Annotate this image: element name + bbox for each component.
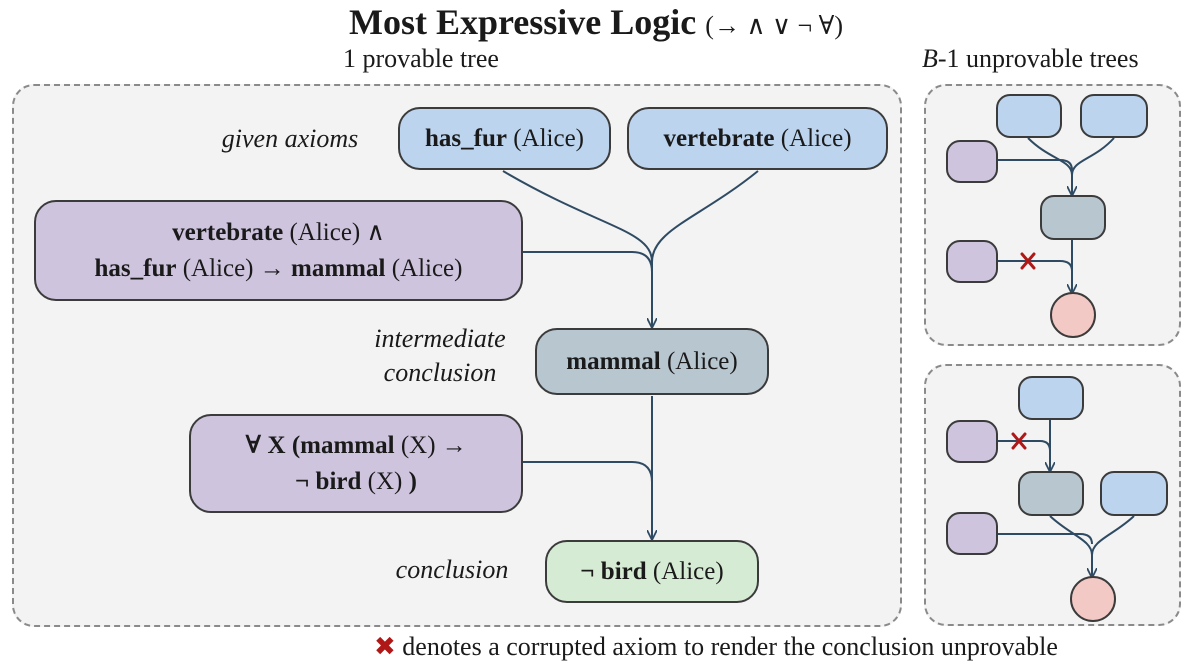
right-panel-subtitle: B-1 unprovable trees bbox=[922, 44, 1139, 74]
right-subtitle-rest: -1 unprovable trees bbox=[937, 44, 1139, 73]
label-given-axioms: given axioms bbox=[221, 124, 359, 153]
rule2-mammal-predicate: (mammal bbox=[291, 431, 395, 459]
rule2-close-paren: ) bbox=[408, 467, 417, 495]
rule1-mammal-predicate: mammal bbox=[291, 254, 386, 282]
rule2-forall: ∀ X bbox=[245, 431, 286, 459]
bird-predicate: ¬ bird bbox=[580, 557, 647, 585]
node-intermediate-mammal: mammal (Alice) bbox=[535, 328, 769, 395]
rule2-line2-rest: (X) bbox=[367, 467, 403, 495]
mini1-intermediate bbox=[1040, 195, 1106, 240]
footer-note: ✖ denotes a corrupted axiom to render th… bbox=[374, 632, 1058, 662]
rule2-line1: ∀ X (mammal (X) → bbox=[245, 428, 467, 464]
mini1-rule-a bbox=[946, 140, 998, 183]
node-axiom-has-fur: has_fur (Alice) bbox=[398, 107, 611, 170]
has-fur-predicate: has_fur bbox=[424, 124, 507, 152]
rule2-line1-rest: (X) → bbox=[400, 431, 467, 459]
right-subtitle-b: B bbox=[922, 44, 938, 73]
rule1-line2-arg: (Alice) bbox=[391, 254, 463, 282]
footer-text: denotes a corrupted axiom to render the … bbox=[402, 632, 1058, 661]
vertebrate-predicate: vertebrate bbox=[663, 124, 775, 152]
node-conclusion-not-bird: ¬ bird (Alice) bbox=[545, 540, 759, 603]
mini1-conclusion bbox=[1050, 292, 1096, 338]
mini2-rule-b bbox=[946, 512, 998, 555]
mini2-axiom-b bbox=[1100, 471, 1168, 516]
mammal-predicate: mammal bbox=[566, 347, 661, 375]
mini2-axiom-a bbox=[1018, 376, 1084, 420]
label-intermediate-line1: intermediate bbox=[374, 324, 506, 353]
rule2-not-bird-predicate: ¬ bird bbox=[295, 467, 362, 495]
rule2-line2: ¬ bird (X) ) bbox=[245, 464, 467, 500]
rule1-line1: vertebrate (Alice) ∧ bbox=[95, 215, 463, 251]
mammal-argument: (Alice) bbox=[666, 347, 738, 375]
figure-title: Most Expressive Logic (→ ∧ ∨ ¬ ∀) bbox=[0, 0, 1192, 48]
mini1-rule-b-corrupted bbox=[946, 240, 998, 283]
title-main: Most Expressive Logic bbox=[348, 2, 697, 42]
has-fur-argument: (Alice) bbox=[513, 124, 584, 152]
mini2-rule-a-corrupted bbox=[946, 420, 998, 463]
vertebrate-argument: (Alice) bbox=[780, 124, 852, 152]
label-intermediate-line2: conclusion bbox=[383, 358, 497, 387]
mini1-axiom-b bbox=[1080, 94, 1148, 138]
node-rule-mammal-not-bird: ∀ X (mammal (X) → ¬ bird (X) ) bbox=[189, 414, 523, 513]
rule1-line2: has_fur (Alice) → mammal (Alice) bbox=[95, 251, 463, 287]
rule1-line2-mid: (Alice) → bbox=[182, 254, 285, 282]
corrupt-mark-legend: ✖ bbox=[374, 632, 396, 662]
mini2-intermediate bbox=[1018, 471, 1084, 516]
node-axiom-vertebrate: vertebrate (Alice) bbox=[627, 107, 888, 170]
label-intermediate-conclusion: intermediate conclusion bbox=[352, 322, 528, 390]
mini1-axiom-a bbox=[996, 94, 1062, 138]
title-logic-operators: (→ ∧ ∨ ¬ ∀) bbox=[705, 11, 844, 40]
rule1-line1-rest: (Alice) ∧ bbox=[289, 218, 385, 246]
mini2-conclusion bbox=[1070, 576, 1116, 622]
rule1-vertebrate-predicate: vertebrate bbox=[172, 218, 284, 246]
left-panel-subtitle: 1 provable tree bbox=[343, 44, 499, 73]
rule1-has-fur-predicate: has_fur bbox=[94, 254, 177, 282]
label-conclusion: conclusion bbox=[395, 555, 509, 584]
bird-argument: (Alice) bbox=[652, 557, 724, 585]
node-rule-vertebrate-has-fur-mammal: vertebrate (Alice) ∧ has_fur (Alice) → m… bbox=[34, 200, 523, 301]
